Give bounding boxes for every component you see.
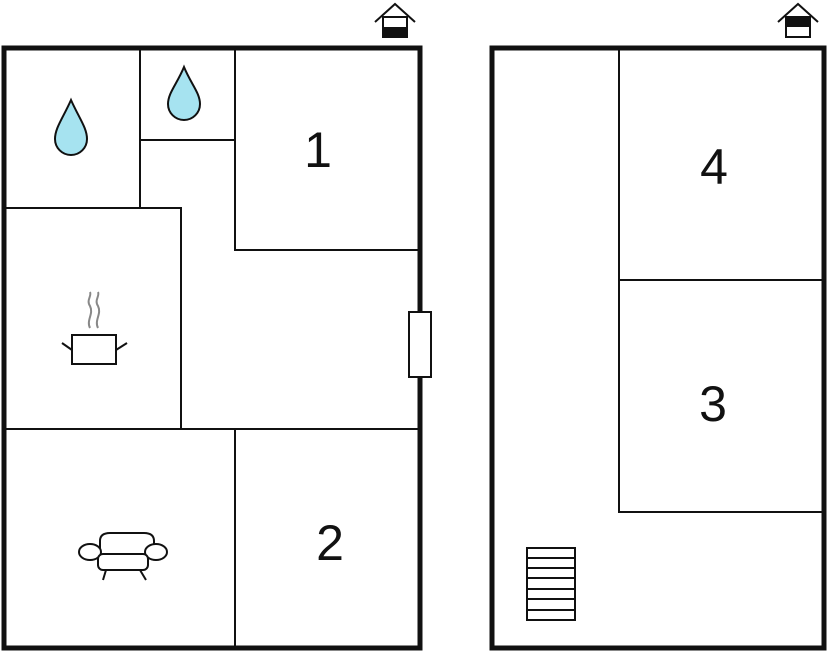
ground-floor-plan: 1 2 <box>1 2 432 651</box>
cooking-pot-icon <box>61 291 128 365</box>
house-ground-floor-icon <box>374 2 416 38</box>
room-number: 4 <box>700 139 728 195</box>
house-upper-floor-icon <box>777 2 819 38</box>
room-number: 2 <box>316 515 344 571</box>
upper-floor-plan: 4 3 <box>489 2 827 651</box>
room-number: 3 <box>699 376 727 432</box>
water-drop-icon <box>166 64 202 121</box>
room-number: 1 <box>304 122 332 178</box>
stairs-icon <box>526 547 576 621</box>
upper-floor-outer-wall <box>489 45 827 651</box>
entrance-door <box>408 311 432 378</box>
upper-floor-interior-walls <box>618 47 825 513</box>
ground-floor-interior-walls <box>3 47 421 649</box>
water-drop-icon <box>53 97 89 156</box>
sofa-icon <box>78 532 168 581</box>
